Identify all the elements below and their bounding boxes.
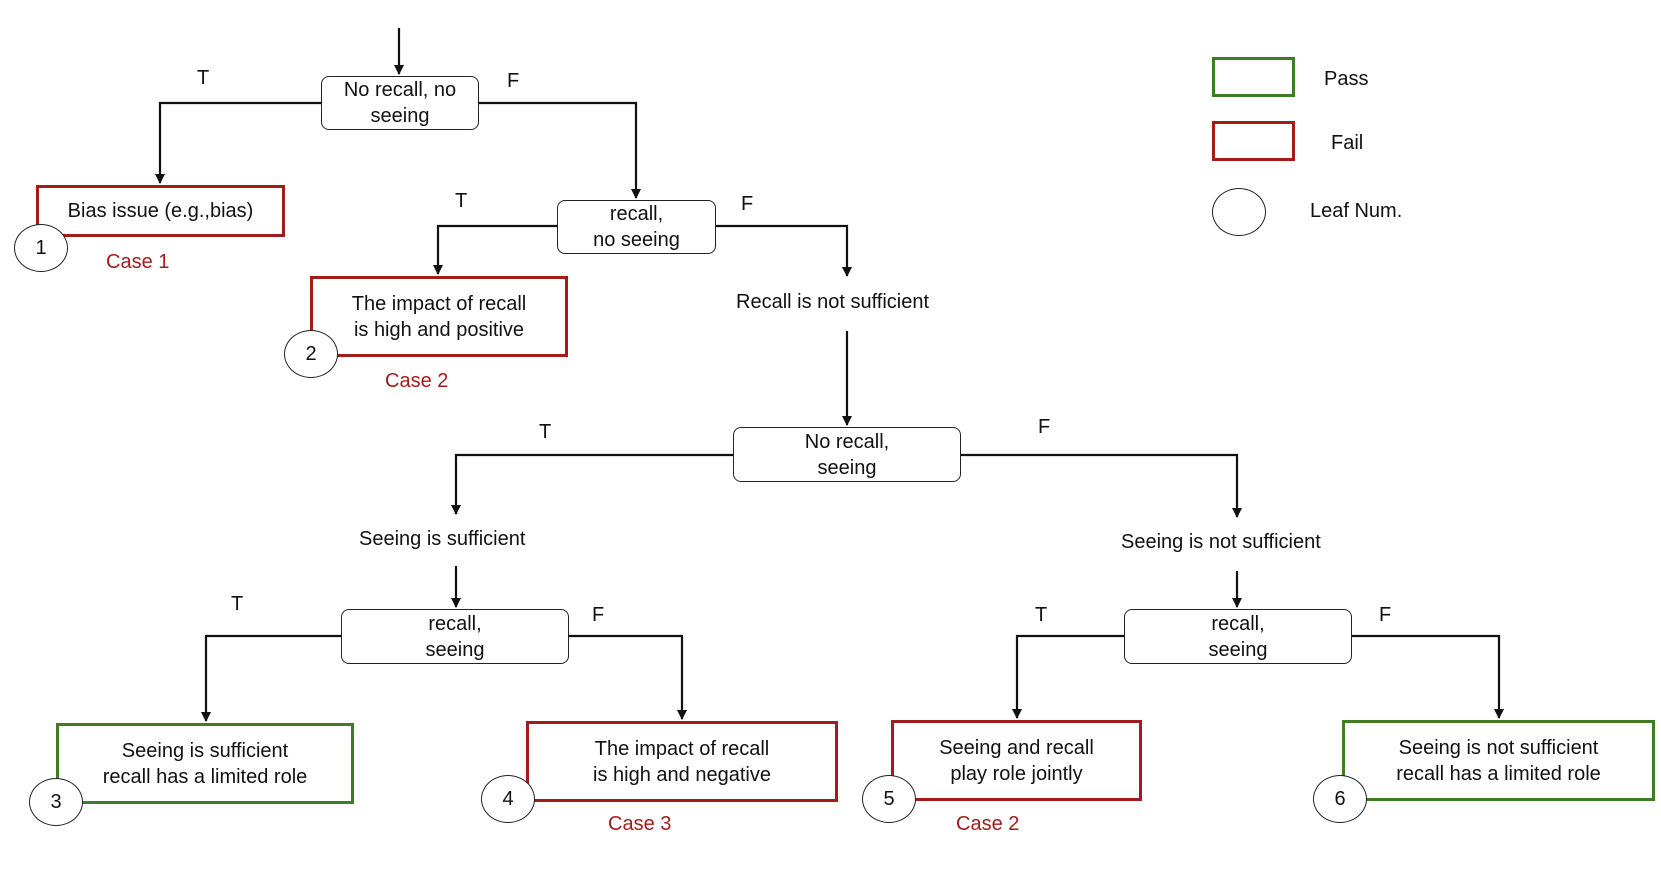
leaf-5-case: Case 2 [956,813,1020,835]
legend-pass-swatch [1212,57,1295,97]
leaf-2-box: The impact of recall is high and positiv… [310,276,568,357]
d1-false-connector [479,101,641,199]
decision-recall-seeing-left: recall, seeing [341,609,569,664]
seeing-not-sufficient-text: Seeing is not sufficient [1121,531,1321,553]
leaf-6-number: 6 [1313,775,1367,823]
d4-true-label: T [231,593,244,615]
leaf-1-box: Bias issue (e.g.,bias) [36,185,285,237]
decision-recall-seeing-right: recall, seeing [1124,609,1352,664]
d1-false-label: F [507,70,520,92]
decision-no-recall-seeing: No recall, seeing [733,427,961,482]
d4-false-label: F [592,604,605,626]
leaf-4-number: 4 [481,775,535,823]
legend-leaf-label: Leaf Num. [1310,200,1403,222]
d4-false-connector [569,634,687,720]
leaf-5-box: Seeing and recall play role jointly [891,720,1142,801]
d3-false-label: F [1038,416,1051,438]
d5-false-connector [1352,634,1504,719]
d5-false-label: F [1379,604,1392,626]
d2-true-label: T [455,190,468,212]
leaf-1-case: Case 1 [106,251,170,273]
legend-pass-label: Pass [1324,68,1369,90]
d5-true-label: T [1035,604,1048,626]
d2-true-connector [433,224,557,275]
legend-fail-swatch [1212,121,1295,161]
d1-true-label: T [197,67,210,89]
d3-true-connector [451,453,733,515]
leaf-4-case: Case 3 [608,813,672,835]
d5-true-connector [1012,634,1124,719]
leaf-5-number: 5 [862,775,916,823]
decision-recall-no-seeing: recall, no seeing [557,200,716,254]
leaf-4-box: The impact of recall is high and negativ… [526,721,838,802]
d3-false-connector [961,453,1242,518]
d2-false-connector [716,224,852,277]
leaf-2-case: Case 2 [385,370,449,392]
d3-true-label: T [539,421,552,443]
recall-not-sufficient-text: Recall is not sufficient [736,291,930,313]
leaf-3-number: 3 [29,778,83,826]
d2-false-label: F [741,193,754,215]
leaf-2-number: 2 [284,330,338,378]
decision-no-recall-no-seeing: No recall, no seeing [321,76,479,130]
leaf-3-box: Seeing is sufficient recall has a limite… [56,723,354,804]
d4-true-connector [201,634,341,722]
leaf-1-number: 1 [14,224,68,272]
d1-true-connector [155,101,321,184]
leaf-6-box: Seeing is not sufficient recall has a li… [1342,720,1655,801]
legend-leaf-circle [1212,188,1266,236]
seeing-sufficient-text: Seeing is sufficient [359,528,526,550]
legend-fail-label: Fail [1331,132,1364,154]
